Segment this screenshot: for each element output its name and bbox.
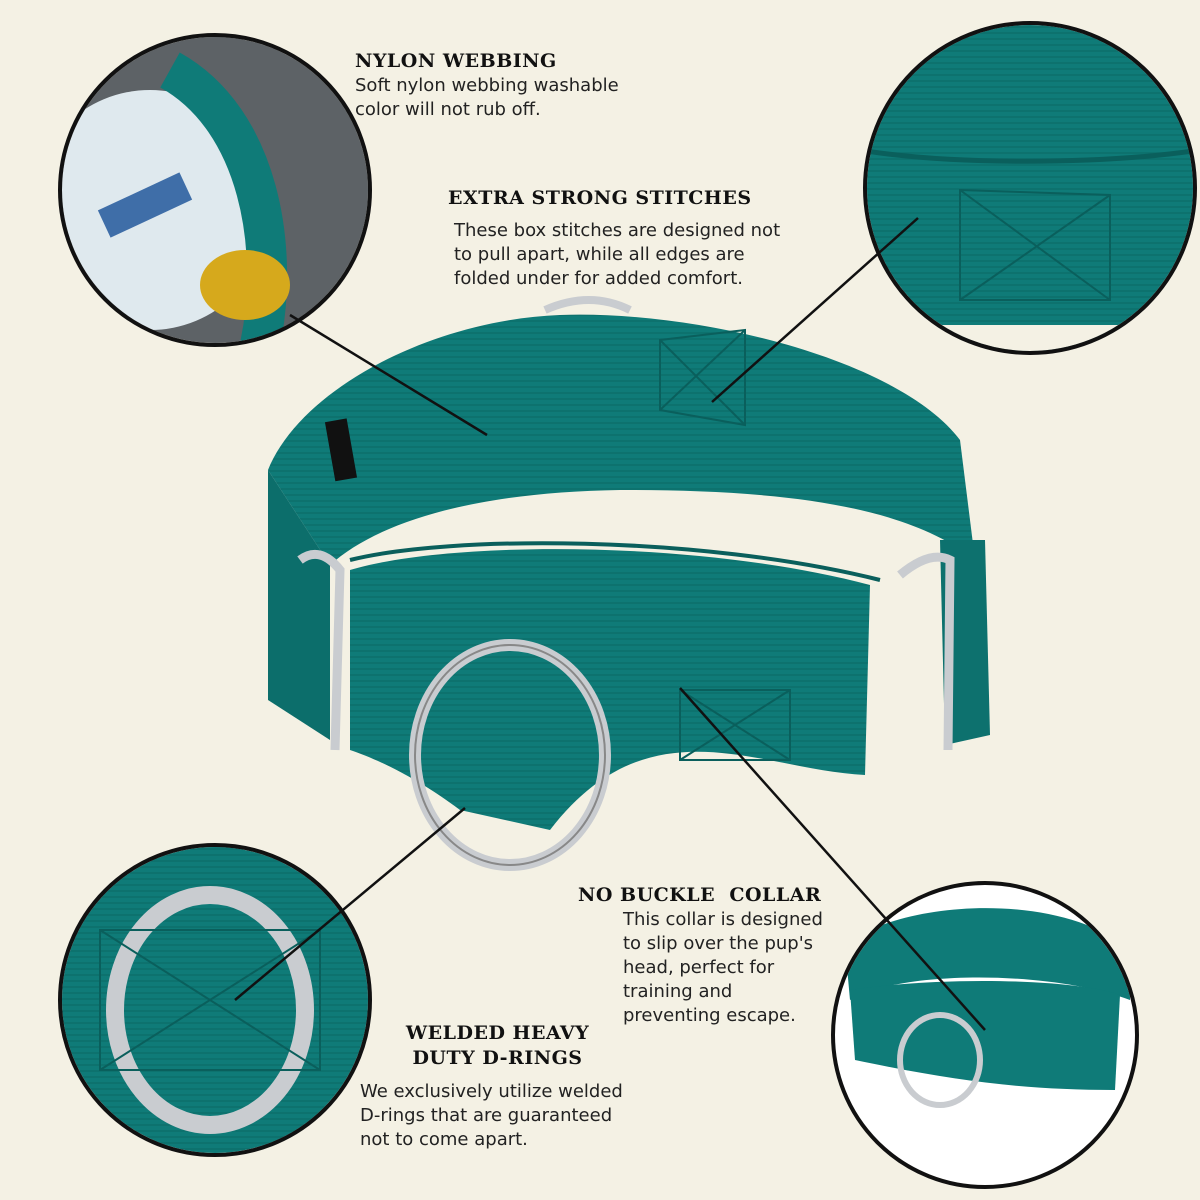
pointer-lines — [234, 217, 986, 1031]
nylon-webbing-detail-circle — [62, 37, 368, 343]
desc-line: head, perfect for — [623, 957, 775, 978]
collar-overview-circle — [835, 885, 1135, 1185]
desc-line: Soft nylon webbing washable — [355, 75, 619, 96]
desc-line: training and — [623, 981, 733, 1002]
nylon-webbing-description: Soft nylon webbing washable color will n… — [355, 74, 619, 122]
d-rings-title: WELDED HEAVY DUTY D-RINGS — [380, 1021, 615, 1071]
desc-line: not to come apart. — [360, 1129, 528, 1150]
collar-image — [268, 296, 990, 871]
desc-line: preventing escape. — [623, 1005, 796, 1026]
no-buckle-description: This collar is designed to slip over the… — [623, 908, 823, 1028]
desc-line: to pull apart, while all edges are — [454, 244, 745, 265]
d-rings-description: We exclusively utilize welded D-rings th… — [360, 1080, 623, 1152]
desc-line: to slip over the pup's — [623, 933, 814, 954]
title-line: DUTY D-RINGS — [412, 1047, 583, 1069]
stitch-detail-circle — [867, 25, 1193, 351]
desc-line: folded under for added comfort. — [454, 268, 743, 289]
no-buckle-title: NO BUCKLE COLLAR — [578, 884, 822, 906]
desc-line: We exclusively utilize welded — [360, 1081, 623, 1102]
desc-line: These box stitches are designed not — [454, 220, 781, 241]
title-line: WELDED HEAVY — [405, 1022, 590, 1044]
desc-line: D-rings that are guaranteed — [360, 1105, 613, 1126]
nylon-webbing-title: NYLON WEBBING — [355, 50, 557, 72]
stitches-description: These box stitches are designed not to p… — [454, 219, 780, 291]
desc-line: This collar is designed — [623, 909, 823, 930]
stitches-title: EXTRA STRONG STITCHES — [448, 187, 752, 209]
desc-line: color will not rub off. — [355, 99, 541, 120]
d-ring-detail-circle — [62, 847, 368, 1153]
